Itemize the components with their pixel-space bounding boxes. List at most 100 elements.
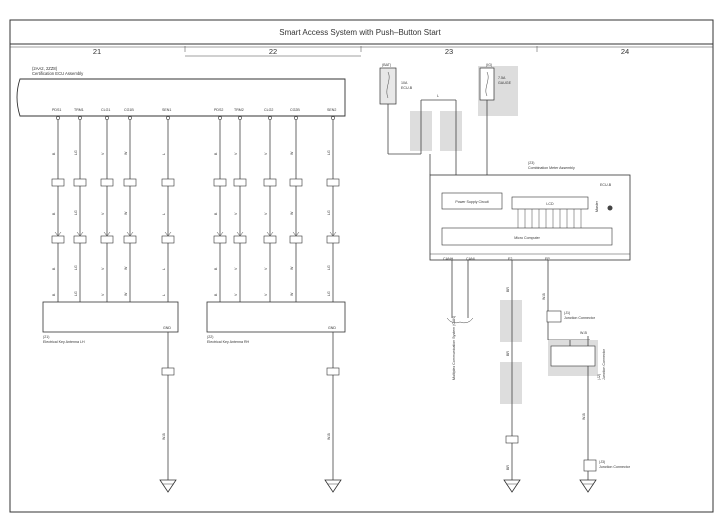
jc-bot-code: (J3) xyxy=(599,460,605,464)
antenna-rh-name: Electrical Key Antenna RH xyxy=(207,340,250,344)
connector-lh-4-1 xyxy=(161,235,175,244)
ecu-pin-rh-0: PDS2 xyxy=(214,108,223,112)
connector-rh-4-1 xyxy=(326,235,340,244)
fuse-right-name: GAUGE xyxy=(498,81,512,85)
wire-color-lh-3-0: W xyxy=(124,151,128,155)
fuse-left-box xyxy=(379,67,397,105)
wire-color-rh-2-1: V xyxy=(264,212,268,215)
wire-color-rh-0-0: B xyxy=(214,152,218,155)
lcd-label: LCD xyxy=(546,202,554,206)
wire-color-rh-2-3: V xyxy=(264,293,268,296)
connector-lh-3-1 xyxy=(123,235,137,244)
ecu-terminal-rh-3 xyxy=(294,116,298,120)
ecu-pin-lh-4: SEN1 xyxy=(162,108,171,112)
meter-box xyxy=(429,174,631,261)
ecu-pin-lh-2: CLG1 xyxy=(101,108,110,112)
junction-label: L xyxy=(437,94,439,98)
antenna-lh-gnd: GND xyxy=(163,326,171,330)
wire-color-lh-1-3: LG xyxy=(74,291,78,296)
wire-color-rh-3-2: W xyxy=(290,266,294,270)
ecu-pin-lh-0: PDS1 xyxy=(52,108,61,112)
wire-color-lh-4-2: L xyxy=(162,268,166,270)
connector-rh-4-0 xyxy=(326,178,340,187)
wire-color-rh-3-3: W xyxy=(290,292,294,296)
fuse-left-code: (BAT) xyxy=(382,63,391,67)
lcd-box xyxy=(511,196,589,210)
wire-runs-lh: PDS1BBBBBTRM1LGLGLGLGTRG+CLG1VVVVANT1CG1… xyxy=(51,108,175,310)
ecu-pin-rh-3: CG2B xyxy=(290,108,300,112)
arrow-lh-2 xyxy=(103,231,111,237)
meter-code: (23) xyxy=(528,161,534,165)
wire-color-rh-0-3: B xyxy=(214,293,218,296)
br-wire-label-3: BR xyxy=(506,465,510,470)
wire-color-lh-1-2: LG xyxy=(74,265,78,270)
connector-rh-1-1 xyxy=(233,235,247,244)
wire-color-lh-0-0: B xyxy=(52,152,56,155)
arrow-rh-2 xyxy=(266,231,274,237)
antenna-rh-box xyxy=(206,301,346,333)
power-supply-box xyxy=(441,192,503,210)
br-wire-label-1: BR xyxy=(506,287,510,292)
ecu-terminal-rh-2 xyxy=(268,116,272,120)
meter-pin-canh: CANH xyxy=(443,257,454,261)
micro-computer-box xyxy=(441,227,613,246)
wire-color-lh-3-3: W xyxy=(124,292,128,296)
arrow-lh-0 xyxy=(54,231,62,237)
e2-ground-chain xyxy=(500,260,522,493)
ecu-pin-rh-2: CLG2 xyxy=(264,108,273,112)
br-wire-label-2: BR xyxy=(506,351,510,356)
section-number-22: 22 xyxy=(269,47,277,56)
antenna-rh-code: (22) xyxy=(207,335,213,339)
connector-rh-3-0 xyxy=(289,178,303,187)
jc-top-code: (J1) xyxy=(564,311,570,315)
arrow-lh-4 xyxy=(164,231,172,237)
wire-color-rh-3-0: W xyxy=(290,151,294,155)
wire-color-lh-2-2: V xyxy=(101,267,105,270)
antenna-rh-gnd: GND xyxy=(328,326,336,330)
arrow-rh-3 xyxy=(292,231,300,237)
wire-color-lh-3-2: W xyxy=(124,266,128,270)
wire-color-lh-1-0: LG xyxy=(74,150,78,155)
connector-lh-0-1 xyxy=(51,235,65,244)
fuse-right-code: (IG) xyxy=(486,63,492,67)
connector-lh-4-0 xyxy=(161,178,175,187)
arrow-rh-4 xyxy=(329,231,337,237)
power-supply-label: Power Supply Circuit xyxy=(455,200,488,204)
wire-color-rh-4-1: LG xyxy=(327,210,331,215)
wire-color-rh-3-1: W xyxy=(290,211,294,215)
connector-lh-3-0 xyxy=(123,178,137,187)
jc-bot-name: Junction Connector xyxy=(599,465,631,469)
connector-rh-3-1 xyxy=(289,235,303,244)
indicator-led xyxy=(607,205,613,211)
antenna-lh-code: (21) xyxy=(43,335,49,339)
lcd-segments xyxy=(517,209,582,228)
meter-pin-e2: E2 xyxy=(508,257,512,261)
arrow-rh-1 xyxy=(236,231,244,237)
arrow-lh-1 xyxy=(76,231,84,237)
can-wiring xyxy=(446,260,474,324)
indicator-label: ECU-B xyxy=(600,183,612,187)
ground-circuit-right: W-B xyxy=(324,332,342,493)
jc-mid-code: (J2) xyxy=(597,374,601,380)
ecu-name: Certification ECU Assembly xyxy=(32,71,84,76)
wire-color-lh-2-3: V xyxy=(101,293,105,296)
ground-wire-label-rh: W-B xyxy=(327,432,331,440)
ecu-pin-lh-1: TRM1 xyxy=(74,108,84,112)
ecu-terminal-lh-1 xyxy=(78,116,82,120)
wire-color-lh-2-0: V xyxy=(101,152,105,155)
connector-rh-0-1 xyxy=(213,235,227,244)
arrow-rh-0 xyxy=(216,231,224,237)
section-number-24: 24 xyxy=(621,47,629,56)
diagram-title: Smart Access System with Push–Button Sta… xyxy=(279,28,441,37)
meter-name: Combination Meter Assembly xyxy=(528,166,575,170)
fuse-right-symbol xyxy=(485,71,489,97)
connector-lh-1-1 xyxy=(73,235,87,244)
ground-wire-label-lh: W-B xyxy=(162,432,166,440)
connector-rh-0-0 xyxy=(213,178,227,187)
ecu-terminal-lh-0 xyxy=(56,116,60,120)
section-number-21: 21 xyxy=(93,47,101,56)
wb-wire-label-3: W-B xyxy=(582,412,586,420)
wire-color-rh-1-1: V xyxy=(234,212,238,215)
ecu-box xyxy=(16,78,346,117)
